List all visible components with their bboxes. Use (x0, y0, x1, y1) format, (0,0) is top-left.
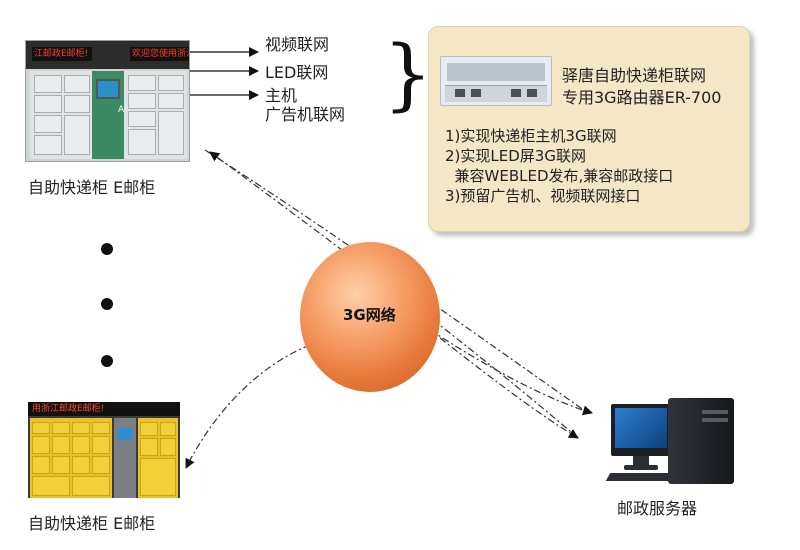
server-monitor-base (624, 465, 658, 470)
server-monitor-stand (633, 456, 649, 466)
ellipsis-dot (101, 355, 113, 367)
panel-feature-2b: 兼容WEBLED发布,兼容邮政接口 (445, 167, 674, 185)
network-label-ad: 广告机联网 (265, 105, 346, 124)
panel-title-line1: 驿唐自助快递柜联网 (562, 66, 707, 85)
locker-bottom-caption: 自助快递柜 E邮柜 (28, 514, 156, 533)
server-caption: 邮政服务器 (617, 499, 698, 518)
locker-top-caption: 自助快递柜 E邮柜 (28, 178, 156, 197)
locker-bottom-led: 用浙江邮政E邮柜! (28, 402, 180, 416)
network-globe (300, 242, 440, 392)
panel-feature-2: 2)实现LED屏3G联网 (445, 147, 586, 165)
ellipsis-dot (101, 298, 113, 310)
locker-led-left: 江邮政E邮柜! (32, 47, 92, 61)
locker-led-right: 欢迎您使用浙江 (130, 47, 190, 61)
panel-title-line2: 专用3G路由器ER-700 (562, 88, 722, 107)
globe-label: 3G网络 (343, 306, 396, 324)
link-locker-top-to-server (204, 149, 589, 414)
server-keyboard (605, 473, 675, 481)
network-label-led: LED联网 (265, 63, 329, 82)
locker-photo-top: 江邮政E邮柜! 欢迎您使用浙江 A (25, 40, 190, 162)
panel-feature-1: 1)实现快递柜主机3G联网 (445, 127, 617, 145)
link-network-to-locker-bottom (185, 344, 311, 469)
network-label-host: 主机 (265, 86, 298, 105)
grouping-brace: } (383, 30, 433, 120)
network-label-video: 视频联网 (265, 35, 330, 54)
server-monitor (611, 404, 671, 456)
locker-photo-bottom: 用浙江邮政E邮柜! (28, 402, 180, 498)
ellipsis-dot (101, 243, 113, 255)
locker-kiosk-letter: A (118, 105, 125, 115)
server-tower (668, 398, 734, 484)
router-image (440, 56, 552, 106)
panel-feature-3: 3)预留广告机、视频联网接口 (445, 187, 641, 205)
